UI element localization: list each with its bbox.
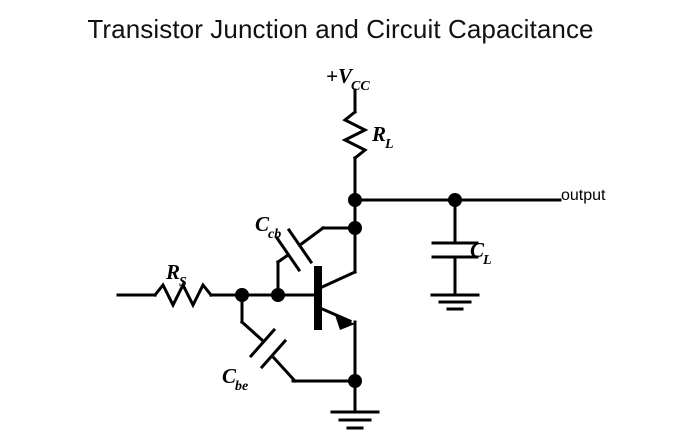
page-title: Transistor Junction and Circuit Capacita… xyxy=(87,14,594,44)
capacitor-cbe-plate-b xyxy=(259,338,288,370)
junction-dot-ccb-tap xyxy=(348,221,362,235)
label-capacitor-cl-subscript: L xyxy=(483,253,492,269)
label-resistor-rl-text: R xyxy=(372,122,387,146)
capacitor-cbe-plate-a xyxy=(248,327,277,359)
junction-dot-load-cap-node xyxy=(448,193,462,207)
resistor-rl-body xyxy=(341,109,369,161)
label-capacitor-ccb-text: C xyxy=(255,212,270,236)
label-capacitor-ccb-subscript: cb xyxy=(268,227,282,243)
label-resistor-rs-subscript: S xyxy=(179,275,187,291)
label-resistor-rs: RS xyxy=(166,260,188,291)
label-capacitor-cl-text: C xyxy=(470,238,485,262)
label-capacitor-cbe: Cbe xyxy=(222,364,249,395)
label-supply-vcc: +VCC xyxy=(326,64,371,95)
label-capacitor-ccb: Ccb xyxy=(255,212,282,243)
label-supply-vcc-text: +V xyxy=(326,64,352,88)
label-resistor-rl: RL xyxy=(372,122,395,153)
wire-cbe-top-diagonal xyxy=(239,319,265,343)
label-output-terminal: output xyxy=(561,187,606,204)
label-resistor-rl-subscript: L xyxy=(385,137,394,153)
label-resistor-rs-text: R xyxy=(166,260,181,284)
capacitor-ccb-plate-a xyxy=(286,227,314,265)
transistor-emitter-arrow xyxy=(335,315,355,330)
label-supply-vcc-subscript: CC xyxy=(350,79,370,95)
wire-cbe-bottom-diagonal xyxy=(271,355,298,384)
wire-ccb-top-diagonal xyxy=(297,225,326,248)
label-capacitor-cbe-text: C xyxy=(222,364,237,388)
junction-dot-base-node xyxy=(235,288,249,302)
junction-dot-collector-node xyxy=(348,193,362,207)
transistor-emitter-lead xyxy=(318,306,352,323)
resistor-rs-body xyxy=(152,281,214,309)
label-capacitor-cl: CL xyxy=(470,238,493,269)
wire-ccb-bottom-diagonal xyxy=(275,252,291,265)
label-capacitor-cbe-subscript: be xyxy=(235,379,249,395)
junction-dot-base-tap xyxy=(271,288,285,302)
transistor-collector-lead xyxy=(318,270,357,290)
junction-dot-emitter-node xyxy=(348,374,362,388)
